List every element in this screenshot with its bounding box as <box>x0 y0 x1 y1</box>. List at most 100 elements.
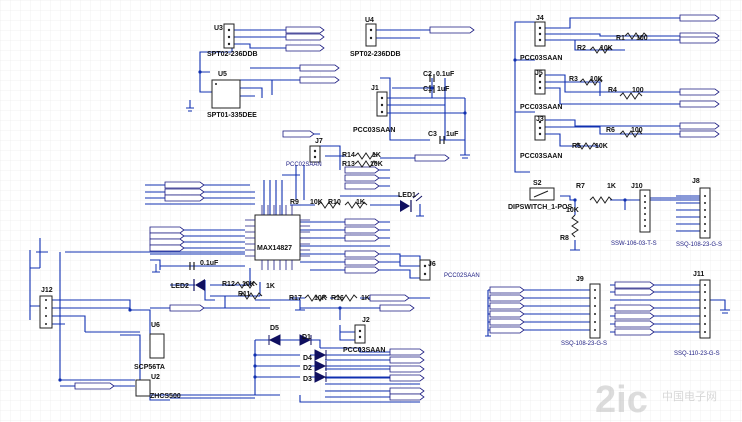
j7-value: PCC02SAAN <box>286 162 322 168</box>
j4-value: PCC03SAAN <box>520 55 562 62</box>
connector-j10: J10 SSW-106-03-T-S <box>611 183 657 247</box>
connector-j9: J9 SSQ-108-23-G-S <box>561 276 607 347</box>
c2-ref: C2 <box>423 71 432 78</box>
connector-j2: J2 PCC03SAAN <box>343 317 385 354</box>
capacitor-c1: C1 1uF <box>423 85 450 93</box>
r14-ref: R14 <box>342 152 355 159</box>
r7-ref: R7 <box>576 183 585 190</box>
resistors-j7 <box>317 152 378 209</box>
j1-value: PCC03SAAN <box>353 127 395 134</box>
j10-ref: J10 <box>631 183 643 190</box>
connector-j7: J7 PCC02SAAN <box>286 138 323 168</box>
r4-ref: R4 <box>608 87 617 94</box>
junctions <box>58 58 627 382</box>
resistors-r12-r11 <box>234 281 358 302</box>
ic-u6: U6 SCP56TA <box>134 322 165 371</box>
resistor-labels-right: R1 100 R2 10K R3 10K R4 100 R5 10K R6 10… <box>560 35 648 242</box>
connector-j8: J8 SSQ-108-23-G-S <box>676 178 722 248</box>
r7-value: 1K <box>607 183 616 190</box>
c4-value: 0.1uF <box>200 260 219 267</box>
watermark-sub: 中国电子网 <box>662 390 717 403</box>
r10-ref: R10 <box>328 199 341 206</box>
r12-ref: R12 <box>222 281 235 288</box>
ic-u2: U2 ZHCS500 <box>135 374 181 400</box>
r17-value: 10K <box>314 295 327 302</box>
max14827-value: MAX14827 <box>257 245 292 252</box>
r13-value: 10K <box>370 161 383 168</box>
j2-value: PCC03SAAN <box>343 347 385 354</box>
j2-ref: J2 <box>362 317 370 324</box>
d3-ref: D3 <box>303 376 312 383</box>
u5-value: SPT01-335DEE <box>207 112 257 119</box>
led1: LED1 <box>398 192 423 212</box>
connector-j12: J12 <box>39 287 53 329</box>
r1-value: 100 <box>636 35 648 42</box>
r16-ref: R16 <box>331 295 344 302</box>
r14-value: 1K <box>372 152 381 159</box>
s2-ref: S2 <box>533 180 542 187</box>
r6-ref: R6 <box>606 127 615 134</box>
diodes <box>268 334 327 383</box>
r2-value: 10K <box>600 45 613 52</box>
ic-u5: U5 SPT01-335DEE <box>207 71 257 119</box>
j4-ref: J4 <box>536 15 544 22</box>
r16-value: 1K <box>361 295 370 302</box>
r3-ref: R3 <box>569 76 578 83</box>
j3-value: PCC03SAAN <box>520 153 562 160</box>
u5-ref: U5 <box>218 71 227 78</box>
diode-labels: D5 D1 D4 D2 D3 <box>270 325 312 383</box>
u2-ref: U2 <box>151 374 160 381</box>
d5-ref: D5 <box>270 325 279 332</box>
r9-value: 10K <box>310 199 323 206</box>
j7-ref: J7 <box>315 138 323 145</box>
u2-value: ZHCS500 <box>150 393 181 400</box>
u3-ref: U3 <box>214 25 223 32</box>
capacitor-c3: C3 1uF <box>428 131 459 144</box>
connector-u3: U3 SPT02-236DDB <box>207 23 258 58</box>
connector-j3: J3 PCC03SAAN <box>520 115 562 160</box>
r13-ref: R13 <box>342 161 355 168</box>
j9-ref: J9 <box>576 276 584 283</box>
j5-ref: J5 <box>535 70 543 77</box>
connector-j4: J4 PCC03SAAN <box>520 15 562 62</box>
r12-value: 10K <box>242 281 255 288</box>
j8-value: SSQ-108-23-G-S <box>676 242 722 248</box>
watermark-logo: 2ic <box>595 379 648 421</box>
u4-ref: U4 <box>365 17 374 24</box>
capacitor-c4: 0.1uF <box>152 260 219 273</box>
dip-switch-s2: S2 DIPSWITCH_1-POS <box>508 180 573 211</box>
j5-value: PCC03SAAN <box>520 104 562 111</box>
r17-ref: R17 <box>289 295 302 302</box>
net-label-flags <box>74 14 720 401</box>
connector-j5: J5 PCC03SAAN <box>520 69 562 111</box>
r5-value: 10K <box>595 143 608 150</box>
r6-value: 100 <box>631 127 643 134</box>
u4-value: SPT02-236DDB <box>350 51 401 58</box>
j10-value: SSW-106-03-T-S <box>611 241 657 247</box>
r11-ref: R11 <box>238 291 251 298</box>
connector-u4: U4 SPT02-236DDB <box>350 17 401 58</box>
j6-ref: J6 <box>428 261 436 268</box>
j9-value: SSQ-108-23-G-S <box>561 341 607 347</box>
c1-ref: C1 <box>423 86 432 93</box>
r4-value: 100 <box>632 87 644 94</box>
watermark: 2ic 中国电子网 <box>595 379 717 421</box>
connector-j11: J11 SSQ-110-23-G-S <box>674 271 720 357</box>
u3-value: SPT02-236DDB <box>207 51 258 58</box>
j6-value: PCC02SAAN <box>444 273 480 279</box>
r9-ref: R9 <box>290 199 299 206</box>
r5-ref: R5 <box>572 143 581 150</box>
d4-ref: D4 <box>303 355 312 362</box>
d1-ref: D1 <box>302 334 311 341</box>
s2-value: DIPSWITCH_1-POS <box>508 204 573 211</box>
resistors-right <box>571 32 648 238</box>
resistor-labels-j7: R14 1K R13 10K R9 10K R10 1K <box>290 152 383 206</box>
led2: LED2 <box>171 279 205 291</box>
r2-ref: R2 <box>577 45 586 52</box>
j3-ref: J3 <box>536 116 544 123</box>
u6-value: SCP56TA <box>134 364 165 371</box>
resistor-labels-bottom: R12 10K R11 1K R17 10K R16 1K <box>222 281 370 302</box>
r8-ref: R8 <box>560 235 569 242</box>
